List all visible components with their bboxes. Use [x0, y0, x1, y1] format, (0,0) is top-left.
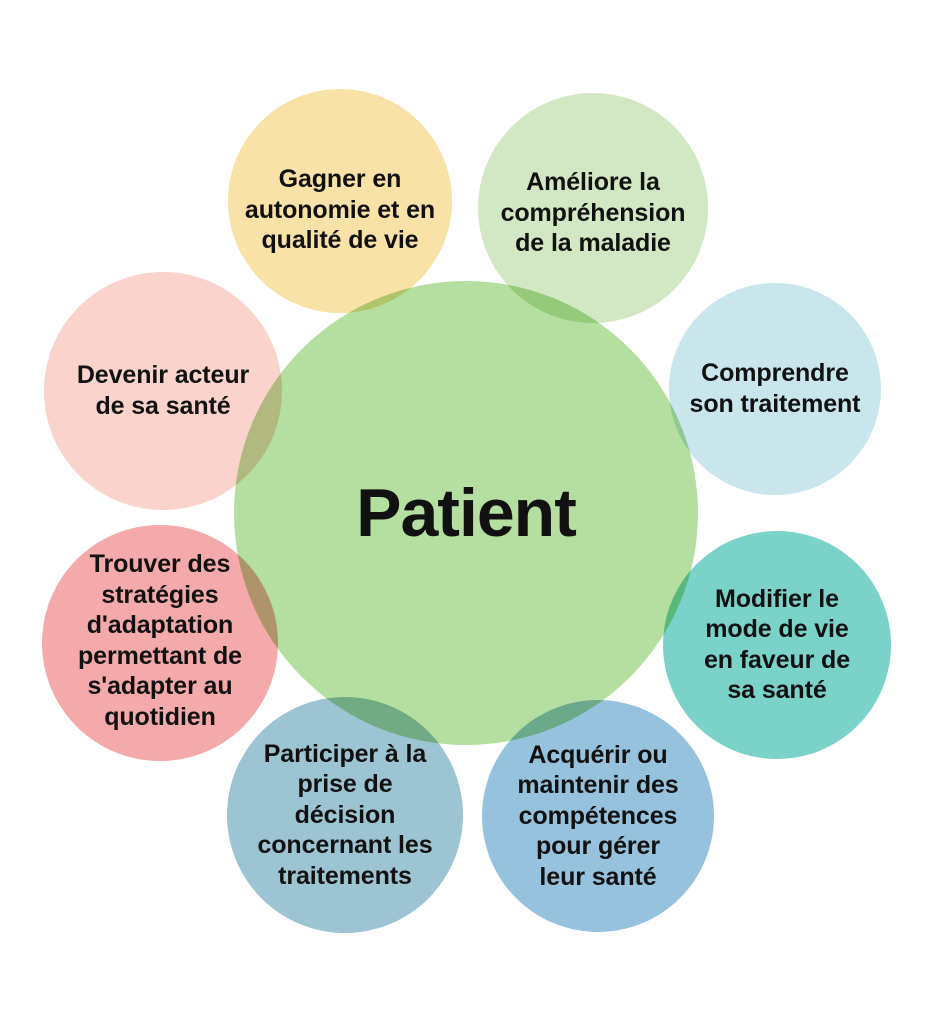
bubble-shape-patient-center[interactable]: [234, 281, 698, 745]
bubble-shape-trouver-strategies[interactable]: [42, 525, 278, 761]
bubble-label-ameliore-comprehension: Améliore la compréhension de la maladie: [500, 168, 686, 258]
bubble-shape-modifier-mode-de-vie[interactable]: [663, 531, 891, 759]
bubble-label-participer-decision: Participer à la prise de décision concer…: [257, 739, 433, 890]
bubble-shape-gagner-autonomie[interactable]: [228, 89, 452, 313]
bubble-label-trouver-strategies: Trouver des stratégies d'adaptation perm…: [77, 550, 242, 731]
bubble-shape-comprendre-traitement[interactable]: [669, 283, 881, 495]
bubble-label-acquerir-competences: Acquérir ou maintenir des compétences po…: [517, 740, 679, 891]
bubble-label-modifier-mode-de-vie: Modifier le mode de vie en faveur de sa …: [703, 584, 851, 705]
page-title: Patient: [356, 474, 577, 551]
bubble-label-devenir-acteur: Devenir acteur de sa santé: [76, 361, 250, 420]
bubble-shape-acquerir-competences[interactable]: [482, 700, 714, 932]
bubble-shape-ameliore-comprehension[interactable]: [478, 93, 708, 323]
bubble-label-gagner-autonomie: Gagner en autonomie et en qualité de vie: [244, 165, 436, 255]
bubble-label-comprendre-traitement: Comprendre son traitement: [689, 359, 861, 418]
